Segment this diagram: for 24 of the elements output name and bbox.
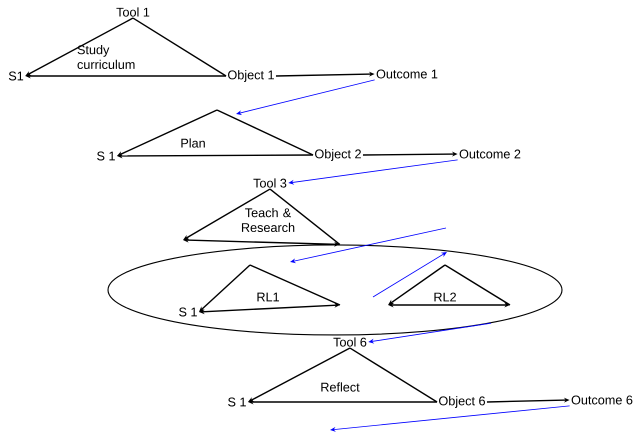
node-label: Outcome 1 [376,70,438,78]
node-label: Outcome 2 [460,150,520,158]
node-label: Object 1 [228,70,274,82]
triangle-label: RL1 [257,292,279,302]
triangle-label: Reflect [321,382,360,392]
line [132,17,226,77]
node-label: Object 6 [439,396,485,408]
node-label: S1 [8,72,24,80]
node-label: Tool 3 [253,178,286,188]
node-label: Object 2 [315,149,361,161]
triangle-label: RL2 [434,292,456,302]
loop-outline [107,244,563,336]
node-label: Tool 6 [333,337,366,347]
triangle-label: Teach & Research [242,208,294,232]
line [350,347,438,403]
line [270,188,340,245]
node-label: S 1 [179,308,197,316]
node-label: Tool 1 [116,7,150,17]
triangle-label: Study curriculum [78,44,134,70]
node-label: S 1 [97,152,115,160]
node-label: Outcome 6 [572,396,632,404]
triangle-label: Plan [181,138,205,148]
line [216,109,314,156]
node-label: S 1 [228,398,246,406]
